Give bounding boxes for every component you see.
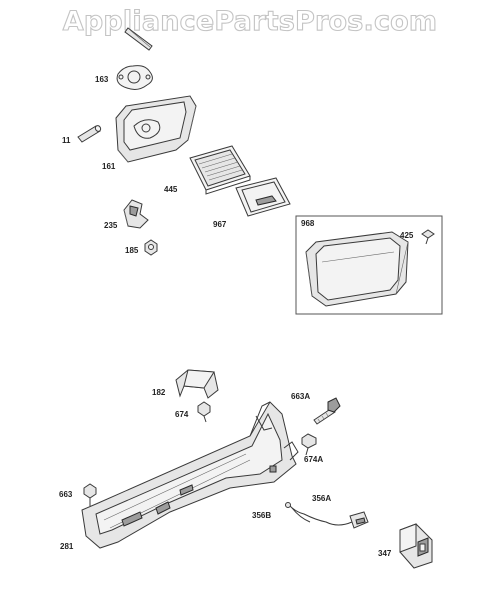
part-445-filter[interactable]	[189, 145, 251, 195]
part-11-pin[interactable]	[77, 125, 102, 143]
callout-967: 967	[213, 220, 227, 229]
part-674A-screw[interactable]	[301, 433, 317, 456]
callout-663A: 663A	[291, 392, 310, 401]
callout-281: 281	[60, 542, 74, 551]
part-674-screw[interactable]	[197, 401, 211, 423]
watermark-text: AppliancePartsPros.com	[63, 6, 437, 37]
callout-163: 163	[95, 75, 109, 84]
part-182-bracket[interactable]	[175, 369, 219, 399]
callout-356B: 356B	[252, 511, 271, 520]
part-663-screw[interactable]	[83, 483, 97, 506]
callout-11: 11	[62, 136, 71, 145]
callout-347: 347	[378, 549, 392, 558]
part-356-wire-harness[interactable]	[285, 502, 369, 529]
callout-356A: 356A	[312, 494, 331, 503]
callout-161: 161	[102, 162, 116, 171]
part-235-bracket[interactable]	[123, 199, 149, 229]
callout-235: 235	[104, 221, 118, 230]
callout-968: 968	[301, 219, 315, 228]
part-663A-bolt[interactable]	[313, 397, 341, 425]
callout-674A: 674A	[304, 455, 323, 464]
callout-182: 182	[152, 388, 166, 397]
callout-425: 425	[400, 231, 414, 240]
part-163-gasket[interactable]	[116, 65, 153, 90]
part-161-air-cleaner-base[interactable]	[115, 95, 197, 163]
part-185-nut[interactable]	[144, 239, 158, 256]
callout-674: 674	[175, 410, 189, 419]
part-968-air-cleaner-cover[interactable]	[305, 231, 409, 307]
callout-663: 663	[59, 490, 73, 499]
part-425-screw[interactable]	[421, 229, 435, 245]
part-968-box	[295, 215, 443, 315]
part-967-pre-cleaner[interactable]	[235, 177, 291, 217]
top-rod-part[interactable]	[124, 27, 153, 51]
callout-185: 185	[125, 246, 139, 255]
callout-445: 445	[164, 185, 178, 194]
part-281-blower-housing[interactable]	[81, 401, 299, 549]
part-347-switch[interactable]	[399, 523, 433, 569]
